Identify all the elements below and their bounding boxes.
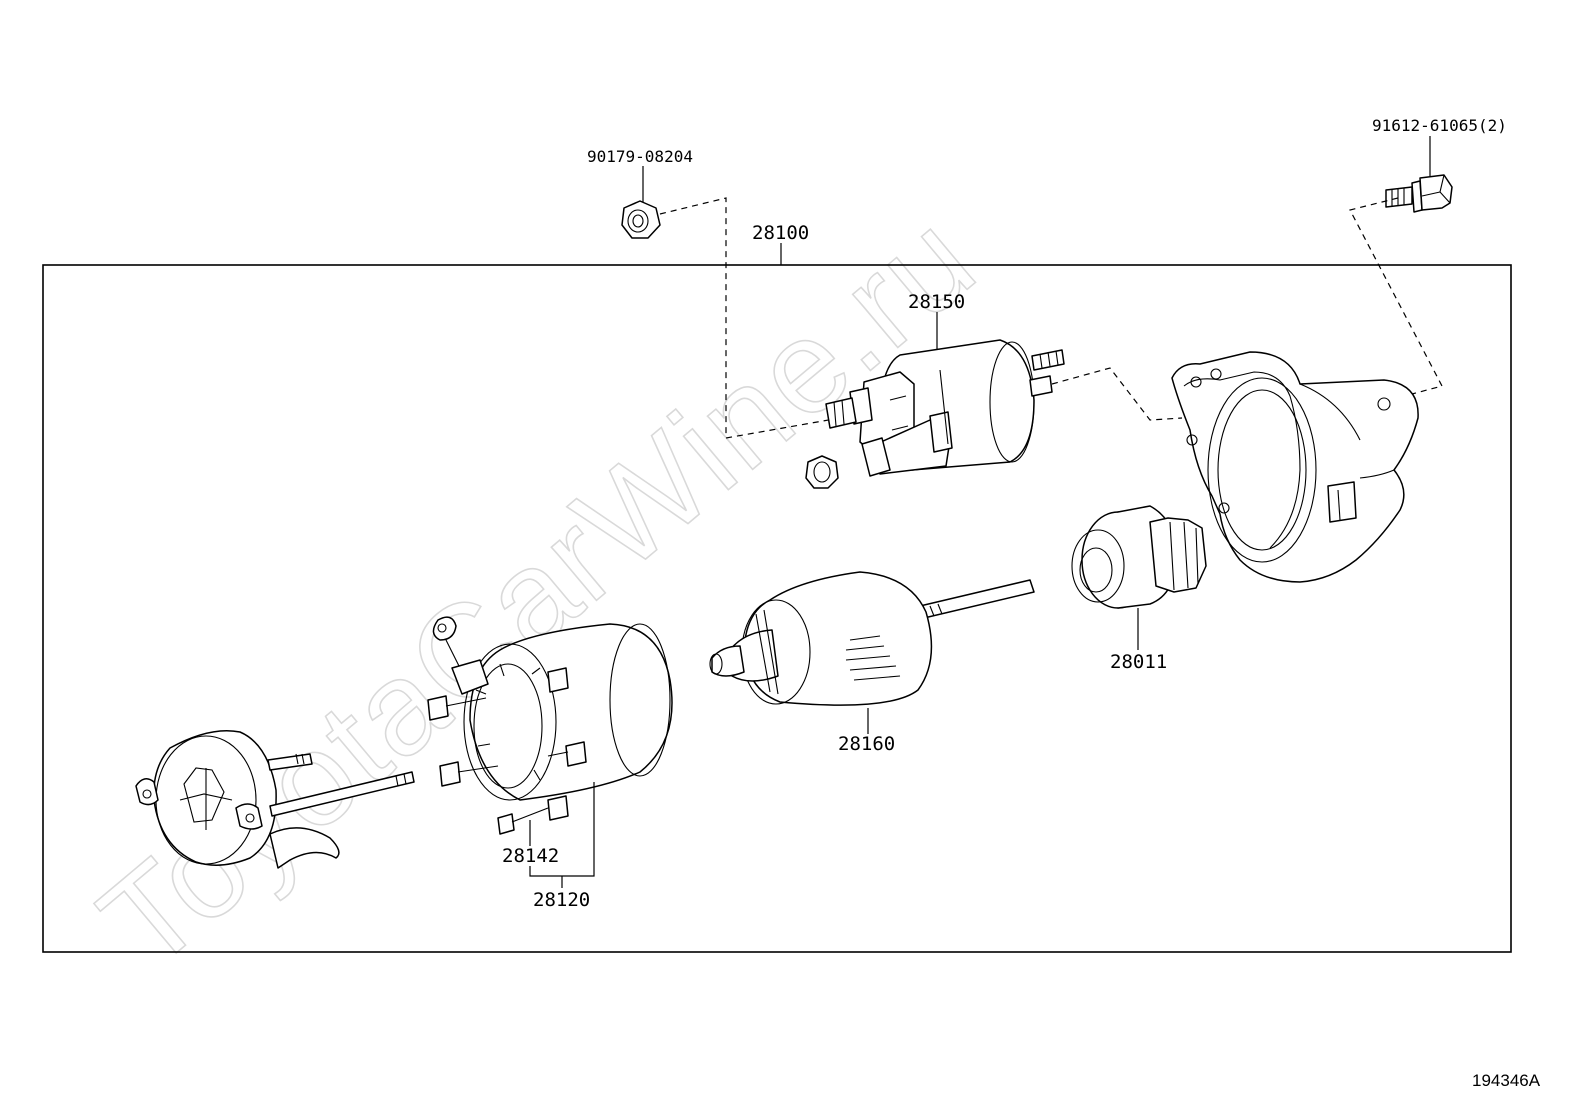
callout-90179-08204[interactable]: 90179-08204 — [587, 147, 693, 166]
brush-icon — [497, 795, 569, 835]
nut-outer-icon — [621, 166, 661, 239]
callout-28120[interactable]: 28120 — [533, 889, 590, 911]
callout-28142[interactable]: 28142 — [502, 845, 559, 867]
yoke-icon — [427, 616, 673, 801]
starter-clutch-icon — [1071, 505, 1207, 609]
callout-28100[interactable]: 28100 — [752, 222, 809, 244]
bolt-icon — [1385, 136, 1453, 213]
armature-icon — [709, 571, 1035, 706]
reference-code: 194346A — [1472, 1071, 1541, 1090]
drive-housing-icon — [1171, 351, 1419, 583]
callout-28160[interactable]: 28160 — [838, 733, 895, 755]
magnet-switch-icon — [825, 339, 1065, 477]
callout-91612-61065[interactable]: 91612-61065(2) — [1372, 116, 1507, 135]
assembly-frame — [42, 264, 1512, 953]
end-frame-icon — [135, 729, 415, 869]
terminal-nut-icon — [805, 455, 839, 489]
callout-28011[interactable]: 28011 — [1110, 651, 1167, 673]
callout-28150[interactable]: 28150 — [908, 291, 965, 313]
